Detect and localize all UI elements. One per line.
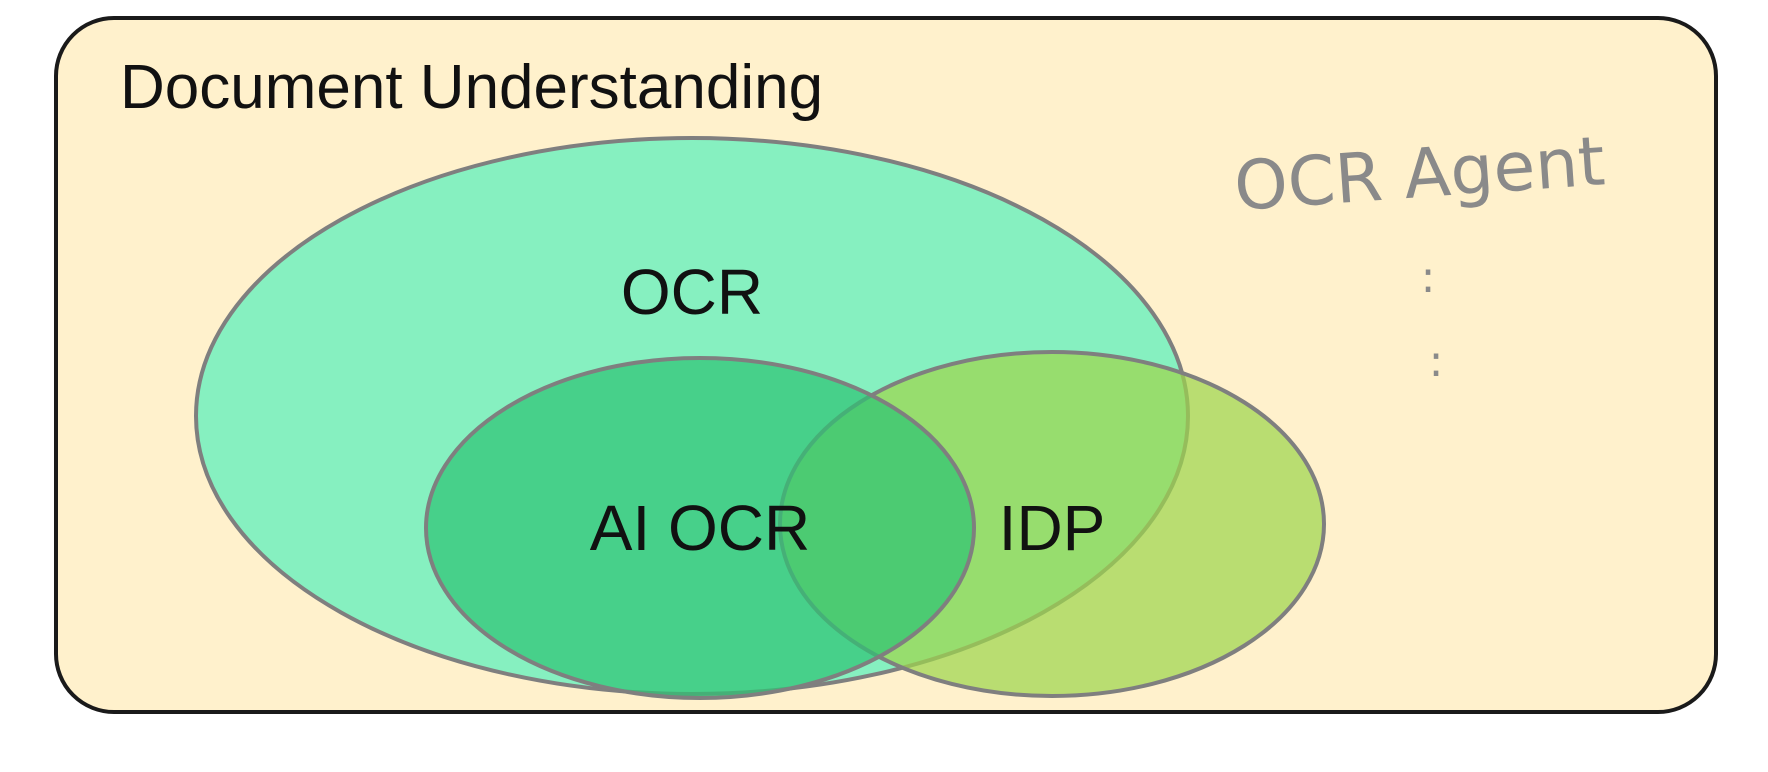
ocr-label: OCR bbox=[621, 256, 763, 328]
continuation-mark-lower: : bbox=[1429, 336, 1444, 387]
ai-ocr-set bbox=[424, 356, 976, 700]
idp-label: IDP bbox=[999, 492, 1106, 564]
continuation-mark-upper: : bbox=[1421, 252, 1436, 303]
diagram-title: Document Understanding bbox=[120, 53, 823, 122]
ai-ocr-label: AI OCR bbox=[590, 492, 810, 564]
